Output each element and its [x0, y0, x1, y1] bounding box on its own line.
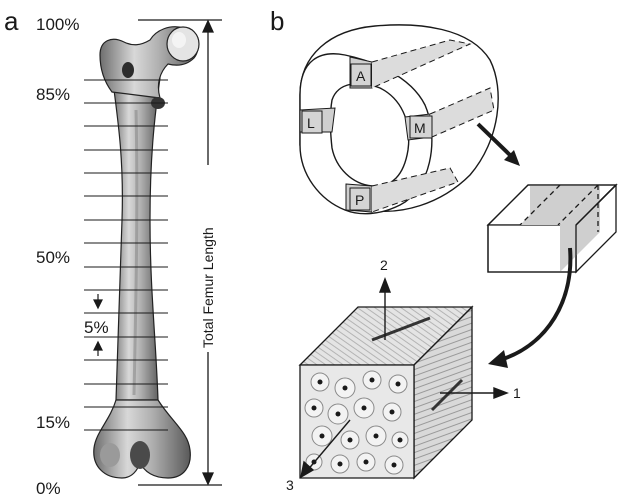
- label-50-percent: 50%: [36, 248, 70, 267]
- axis-label-3: 3: [286, 477, 294, 493]
- axis-label-1: 1: [513, 385, 521, 401]
- section-label-medial: M: [414, 120, 426, 136]
- total-femur-length-label: Total Femur Length: [200, 227, 216, 348]
- femur-bone: [94, 27, 199, 478]
- label-100-percent: 100%: [36, 15, 79, 34]
- section-label-lateral: L: [307, 115, 315, 131]
- panel-b-label: b: [270, 6, 284, 36]
- label-15-percent: 15%: [36, 413, 70, 432]
- axis-label-2: 2: [380, 257, 388, 273]
- beam-specimen: [488, 185, 616, 272]
- section-label-posterior: P: [355, 192, 364, 208]
- percent-labels: 100% 85% 50% 5% 15% 0%: [36, 15, 109, 497]
- section-label-anterior: A: [356, 68, 366, 84]
- label-0-percent: 0%: [36, 479, 61, 497]
- label-5-percent: 5%: [84, 318, 109, 337]
- panel-a-label: a: [4, 6, 19, 36]
- label-85-percent: 85%: [36, 85, 70, 104]
